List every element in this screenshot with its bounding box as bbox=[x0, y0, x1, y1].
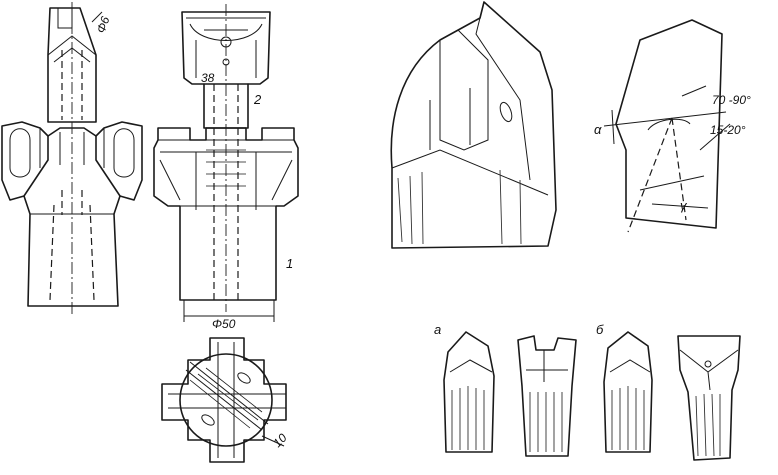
label-angle-70-90: 70 -90° bbox=[712, 93, 751, 107]
bit-illustration-a1 bbox=[444, 332, 494, 452]
bit-illustration-b2 bbox=[678, 336, 740, 460]
bit-illustration-b1 bbox=[604, 332, 652, 452]
front-elevation-view bbox=[154, 4, 298, 322]
label-part-1: 1 bbox=[286, 256, 293, 271]
label-photo-b: б bbox=[596, 322, 604, 337]
label-part-2: 2 bbox=[253, 92, 262, 107]
label-gamma: γ bbox=[680, 198, 688, 213]
label-alpha: α bbox=[594, 122, 602, 137]
end-plan-view bbox=[162, 338, 286, 462]
label-photo-a: а bbox=[434, 322, 441, 337]
bit-illustration-a2 bbox=[518, 336, 576, 456]
label-dim-10: 10 bbox=[270, 431, 290, 451]
bit-illustrations bbox=[444, 332, 740, 460]
side-elevation-view bbox=[2, 2, 142, 315]
label-dia-50: Φ50 bbox=[212, 317, 236, 331]
label-angle-15-20: 15-20° bbox=[710, 123, 746, 137]
bit-head-perspective bbox=[391, 2, 556, 248]
label-dim-38: 38 bbox=[201, 71, 215, 85]
